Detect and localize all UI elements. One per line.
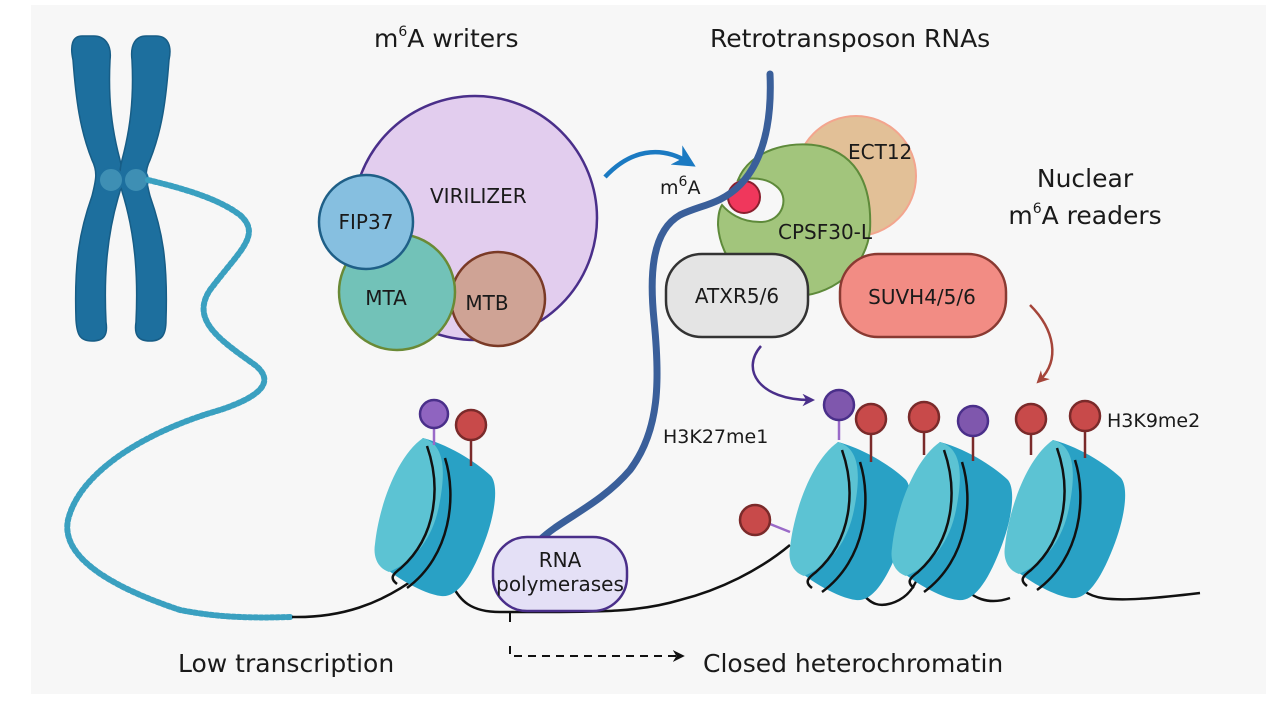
polymerase-label-line2: polymerases <box>496 572 624 596</box>
virilizer-label: VIRILIZER <box>430 184 527 208</box>
fip37-label: FIP37 <box>339 210 394 234</box>
retrotransposon-rna <box>536 70 774 544</box>
dashed-arrow-icon <box>509 646 685 662</box>
suvh-label: SUVH4/5/6 <box>868 285 976 309</box>
nucleosome-closed-1 <box>789 442 911 601</box>
h3k27me1-mark <box>418 398 450 430</box>
m6a-label: m6A <box>660 174 700 199</box>
retrotransposon-heading: Retrotransposon RNAs <box>710 24 990 53</box>
writers-complex <box>317 94 599 352</box>
h3k9me2-mark <box>1014 402 1048 436</box>
h3k27me1-mark <box>822 388 856 422</box>
rna-polymerase <box>491 535 629 613</box>
atxr-label: ATXR5/6 <box>695 284 779 308</box>
suvh-enzyme <box>838 252 1008 339</box>
linker-dna <box>291 544 1201 619</box>
readers-heading-line1: Nuclear <box>1037 164 1134 193</box>
suvh-arrow-icon <box>1029 304 1054 384</box>
nucleosome-closed-2 <box>891 442 1013 601</box>
writers-heading: m6A writers <box>374 24 519 53</box>
fip37-protein <box>317 173 415 271</box>
polymerase-label-line1: RNA <box>539 548 582 572</box>
cpsf30l-label: CPSF30-L <box>778 220 873 244</box>
h3k9me2-mark <box>738 503 772 537</box>
mta-label: MTA <box>365 286 407 310</box>
h3k9me2-mark <box>1068 399 1102 433</box>
h3k9me2-mark <box>454 408 488 442</box>
chromatin-fiber <box>64 177 295 621</box>
closed-heterochromatin-label: Closed heterochromatin <box>703 649 1003 678</box>
nucleosome-open <box>374 438 496 597</box>
h3k9me2-label: H3K9me2 <box>1107 410 1200 432</box>
chromosome-icon <box>70 35 171 342</box>
writer-arrow-icon <box>603 145 696 179</box>
atxr-enzyme <box>664 252 810 339</box>
h3k9me2-mark <box>854 402 888 436</box>
h3k9me2-mark <box>907 400 941 434</box>
nucleosome-closed-3 <box>1004 440 1126 599</box>
mtb-label: MTB <box>465 291 508 315</box>
low-transcription-label: Low transcription <box>178 649 394 678</box>
histone-marks <box>418 388 1102 537</box>
h3k27me1-mark <box>956 404 990 438</box>
atxr-arrow-icon <box>751 345 815 407</box>
h3k27me1-label: H3K27me1 <box>663 426 768 448</box>
ect12-label: ECT12 <box>848 140 912 164</box>
readers-heading-line2: m6A readers <box>1008 201 1161 230</box>
